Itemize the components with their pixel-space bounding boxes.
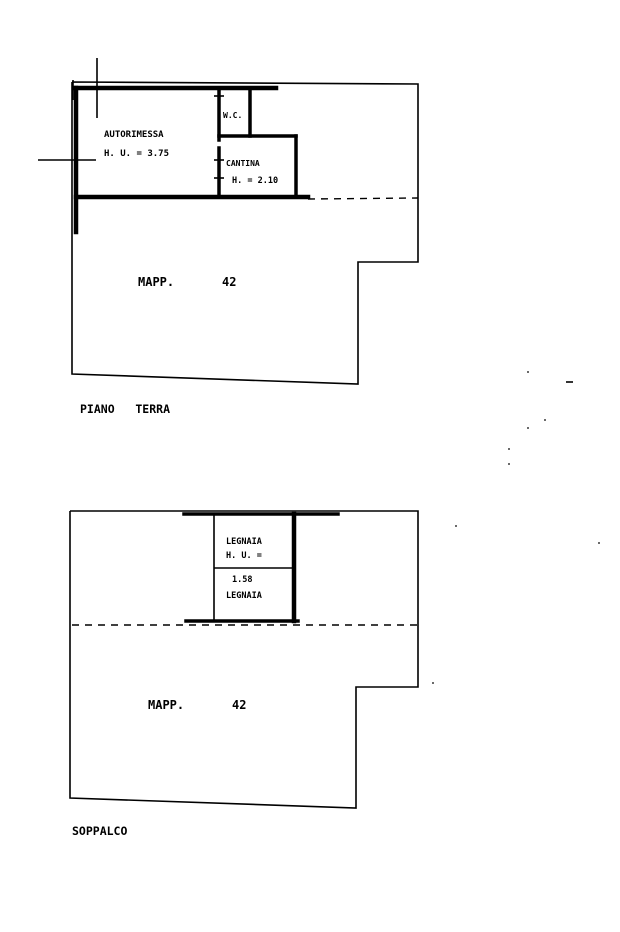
- garage-label: AUTORIMESSA: [104, 130, 164, 140]
- parcel-number: 42: [222, 275, 236, 289]
- ground-floor-title: PIANO TERRA: [80, 402, 170, 416]
- woodshed-label-top: LEGNAIA: [226, 537, 262, 547]
- parcel-label: MAPP.: [138, 275, 174, 289]
- speck: [508, 463, 510, 465]
- speck: [544, 419, 546, 421]
- speck: [455, 525, 457, 527]
- speck: [508, 448, 510, 450]
- ground-floor-plan: AUTORIMESSA H. U. = 3.75 W.C. CANTINA H.…: [38, 58, 419, 416]
- property-dashed-line: [307, 197, 419, 200]
- woodshed-height-value: 1.58: [232, 575, 252, 585]
- lot-outline: [69, 510, 419, 809]
- parcel-number: 42: [232, 698, 246, 712]
- scan-specks: [432, 371, 600, 684]
- lot-outline: [71, 81, 419, 385]
- cellar-height-label: H. = 2.10: [232, 176, 278, 186]
- speck: [527, 427, 529, 429]
- parcel-label: MAPP.: [148, 698, 184, 712]
- mezzanine-title: SOPPALCO: [72, 824, 127, 838]
- woodshed-label-bottom: LEGNAIA: [226, 591, 262, 601]
- wc-label: W.C.: [223, 111, 242, 120]
- speck: [432, 682, 434, 684]
- cellar-label: CANTINA: [226, 159, 260, 168]
- speck: [527, 371, 529, 373]
- woodshed-height-label: H. U. =: [226, 551, 262, 561]
- speck: [598, 542, 600, 544]
- garage-height-label: H. U. = 3.75: [104, 149, 169, 159]
- mezzanine-plan: LEGNAIA H. U. = 1.58 LEGNAIA MAPP. 42 SO…: [69, 510, 419, 838]
